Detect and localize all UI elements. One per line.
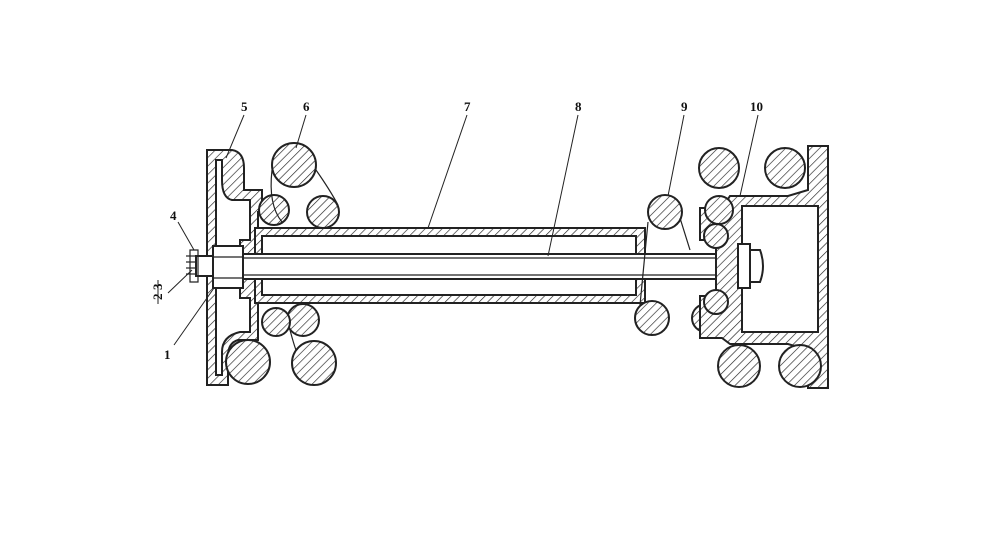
callout-10: 10: [750, 99, 763, 114]
callout-1: 1: [164, 347, 171, 362]
callout-6: 6: [303, 99, 310, 114]
right-housing-coils: [698, 147, 822, 388]
callout-7: 7: [464, 99, 471, 114]
callout-labels: 5 6 7 8 9 10 4 3 2 1: [150, 99, 763, 362]
callout-8: 8: [575, 99, 582, 114]
callout-3: 3: [150, 283, 165, 290]
grease-fitting-body: [195, 255, 214, 277]
callout-4: 4: [170, 208, 177, 223]
callout-2: 2: [150, 294, 165, 301]
left-nut: [212, 245, 244, 289]
rod-head: [737, 243, 751, 289]
callout-9: 9: [681, 99, 688, 114]
leader-lines: [157, 114, 759, 346]
callout-5: 5: [241, 99, 248, 114]
rod-end-nut: [749, 249, 764, 283]
left-outer-spring: [225, 142, 340, 386]
